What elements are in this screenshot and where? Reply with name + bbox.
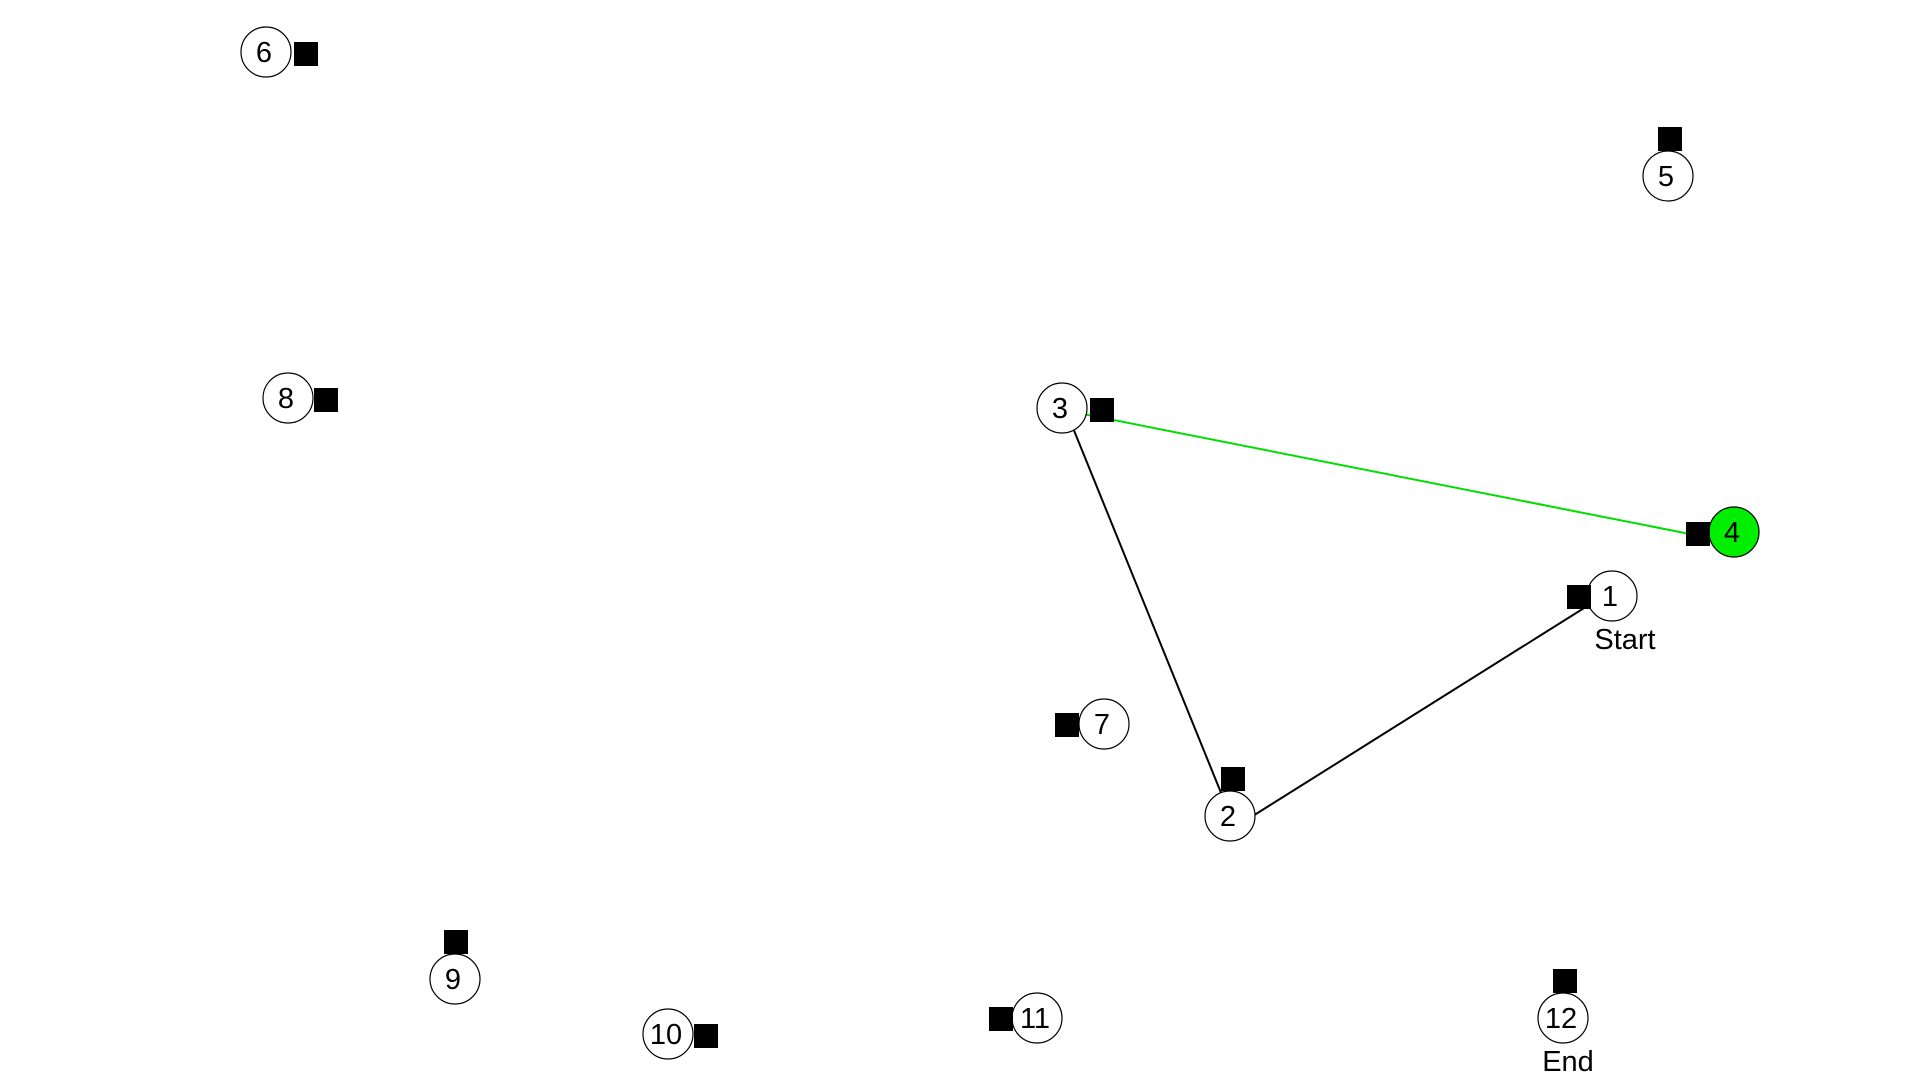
node-circle-6 — [240, 26, 292, 78]
node-6: 6 — [240, 26, 318, 78]
node-marker-6 — [294, 42, 318, 66]
node-label-5: 5 — [1658, 161, 1674, 193]
node-circle-3 — [1036, 382, 1088, 434]
node-4: 4 — [1686, 506, 1760, 558]
node-tag-end: End — [1542, 1046, 1594, 1078]
node-marker-2 — [1221, 767, 1245, 791]
node-marker-9 — [444, 930, 468, 954]
node-marker-8 — [314, 388, 338, 412]
node-label-6: 6 — [256, 37, 272, 69]
node-marker-7 — [1055, 713, 1079, 737]
edge-3-4-active — [1067, 410, 1711, 539]
node-label-8: 8 — [278, 383, 294, 415]
node-8: 8 — [262, 372, 338, 424]
node-marker-10 — [694, 1024, 718, 1048]
node-7: 7 — [1055, 698, 1130, 750]
node-marker-5 — [1658, 127, 1682, 151]
node-label-3: 3 — [1052, 393, 1068, 425]
node-2: 2 — [1204, 767, 1256, 842]
node-tag-start: Start — [1594, 624, 1655, 656]
node-3: 3 — [1036, 382, 1114, 434]
node-5: 5 — [1642, 127, 1694, 202]
edges-layer — [1067, 410, 1711, 837]
node-label-2: 2 — [1220, 801, 1236, 833]
node-11: 11 — [989, 992, 1063, 1044]
node-marker-11 — [989, 1007, 1013, 1031]
node-label-9: 9 — [445, 964, 461, 996]
node-label-4: 4 — [1724, 517, 1740, 549]
edge-2-3-visited — [1072, 427, 1229, 811]
node-label-1: 1 — [1602, 581, 1618, 613]
node-label-7: 7 — [1094, 709, 1110, 741]
node-label-11: 11 — [1020, 1003, 1050, 1035]
node-marker-12 — [1553, 969, 1577, 993]
node-label-12: 12 — [1545, 1003, 1577, 1035]
node-9: 9 — [429, 930, 481, 1005]
node-marker-1 — [1567, 585, 1591, 609]
node-marker-3 — [1090, 398, 1114, 422]
node-circle-10 — [642, 1008, 694, 1060]
node-10: 10 — [642, 1008, 718, 1060]
edge-1-2-visited — [1220, 592, 1609, 837]
node-circle-8 — [262, 372, 314, 424]
node-marker-4 — [1686, 522, 1710, 546]
node-label-10: 10 — [650, 1019, 682, 1051]
